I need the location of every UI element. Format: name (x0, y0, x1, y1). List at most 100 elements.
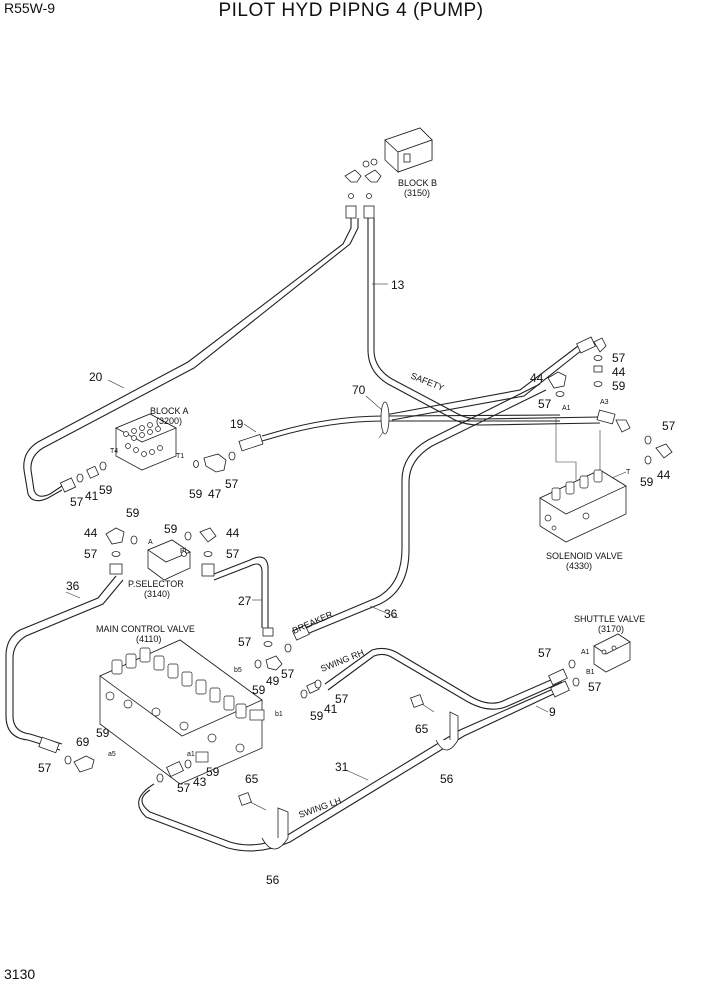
port-t-solenoid-label: T (626, 469, 631, 476)
port-a1-solenoid-label: A1 (562, 405, 571, 412)
port-a1-label: a1 (187, 751, 195, 758)
callout: 69 (76, 735, 90, 749)
pipe-36-left (5, 575, 117, 751)
fittings-solenoid (547, 336, 673, 465)
clamp-56-lower (238, 792, 289, 850)
pipe-36-breaker (301, 389, 547, 637)
pipe-9 (327, 653, 563, 710)
block-a-label: BLOCK A (150, 406, 189, 416)
p-selector-label: P.SELECTOR (128, 579, 184, 589)
callout: 56 (440, 772, 454, 786)
callout: 59 (164, 522, 178, 536)
callout: 47 (208, 487, 222, 501)
callout: 41 (85, 489, 99, 503)
callout: 57 (38, 761, 52, 775)
solenoid-valve-label: SOLENOID VALVE (546, 551, 623, 561)
callout: 57 (538, 646, 552, 660)
pipe-19 (261, 420, 560, 442)
fittings-block-a (59, 434, 264, 493)
solenoid-valve: SOLENOID VALVE (4330) A1 A3 T (539, 399, 631, 571)
port-b1-label: b1 (275, 711, 283, 718)
safety-line (391, 349, 583, 421)
pipe-19 (261, 414, 561, 437)
block-b-label: BLOCK B (398, 178, 437, 188)
port-pi-label: Pi (180, 548, 187, 555)
model-code: R55W-9 (4, 0, 56, 16)
callout: 57 (70, 495, 84, 509)
hose-27 (213, 563, 263, 628)
page-number: 3130 (4, 966, 36, 982)
callout: 36 (66, 579, 80, 593)
port-t4-label: T4 (110, 448, 118, 455)
callout: 36 (384, 607, 398, 621)
callout: 20 (89, 370, 103, 384)
hose-20 (23, 218, 352, 502)
callout: 43 (193, 775, 207, 789)
callout: 59 (252, 683, 266, 697)
callout: 65 (245, 772, 259, 786)
pipe-36-breaker (299, 383, 541, 631)
callout: 57 (177, 781, 191, 795)
fittings-p-selector (105, 527, 217, 577)
callout: 13 (391, 278, 405, 292)
block-a: BLOCK A (3200) T4 T1 (110, 406, 189, 471)
callout: 9 (549, 705, 556, 719)
hose-20 (30, 218, 359, 497)
callout: 57 (335, 692, 349, 706)
callout: 59 (126, 506, 140, 520)
p-selector: P.SELECTOR (3140) A Pi (128, 539, 191, 599)
port-t1-label: T1 (176, 453, 184, 460)
clamp-70 (378, 401, 390, 439)
callout: 57 (281, 667, 295, 681)
callout: 65 (415, 722, 429, 736)
port-b5-label: b5 (234, 667, 242, 674)
callout: 56 (266, 873, 280, 887)
callout: 27 (238, 594, 252, 608)
p-selector-code: (3140) (144, 589, 170, 599)
block-b-code: (3150) (404, 188, 430, 198)
callout: 44 (530, 371, 544, 385)
page-title: PILOT HYD PIPNG 4 (PUMP) (218, 0, 484, 21)
port-a1-shuttle-label: A1 (581, 649, 590, 656)
main-control-valve-code: (4110) (136, 634, 161, 644)
callout: 59 (640, 475, 654, 489)
swing-rh-line-label: SWING RH (319, 647, 365, 674)
swing-lh-line-label: SWING LH (297, 795, 342, 820)
callout: 57 (588, 680, 602, 694)
fittings-main-control-valve (38, 624, 322, 783)
callout: 57 (84, 547, 98, 561)
callout: 44 (226, 526, 240, 540)
callout: 57 (662, 419, 676, 433)
hose-13 (373, 218, 601, 420)
fittings-shuttle (548, 659, 580, 698)
solenoid-valve-code: (4330) (566, 561, 592, 571)
callout: 70 (352, 383, 366, 397)
shuttle-valve: SHUTTLE VALVE (3170) A1 B1 (574, 614, 645, 676)
callout: 59 (99, 483, 113, 497)
callout: 44 (612, 365, 626, 379)
shuttle-valve-code: (3170) (598, 624, 624, 634)
callout: 59 (189, 487, 203, 501)
callout: 57 (612, 351, 626, 365)
callout: 57 (538, 397, 552, 411)
main-control-valve: MAIN CONTROL VALVE (4110) b5 b1 a1 a5 (96, 624, 283, 785)
block-b: BLOCK B (3150) (344, 127, 437, 219)
port-a3-label: A3 (600, 399, 609, 406)
callout: 44 (657, 468, 671, 482)
callout: 19 (230, 417, 244, 431)
callout: 49 (266, 674, 280, 688)
port-a5-label: a5 (108, 751, 116, 758)
hose-27 (213, 556, 269, 628)
block-a-code: (3200) (156, 416, 182, 426)
callout: 31 (335, 760, 349, 774)
callout: 59 (310, 709, 324, 723)
callout: 41 (324, 702, 338, 716)
callout: 44 (84, 526, 98, 540)
main-control-valve-label: MAIN CONTROL VALVE (96, 624, 195, 634)
callout: 59 (206, 765, 220, 779)
callout: 57 (225, 477, 239, 491)
pipe-9 (324, 647, 561, 704)
callout: 57 (226, 547, 240, 561)
leader-lines (65, 283, 549, 781)
